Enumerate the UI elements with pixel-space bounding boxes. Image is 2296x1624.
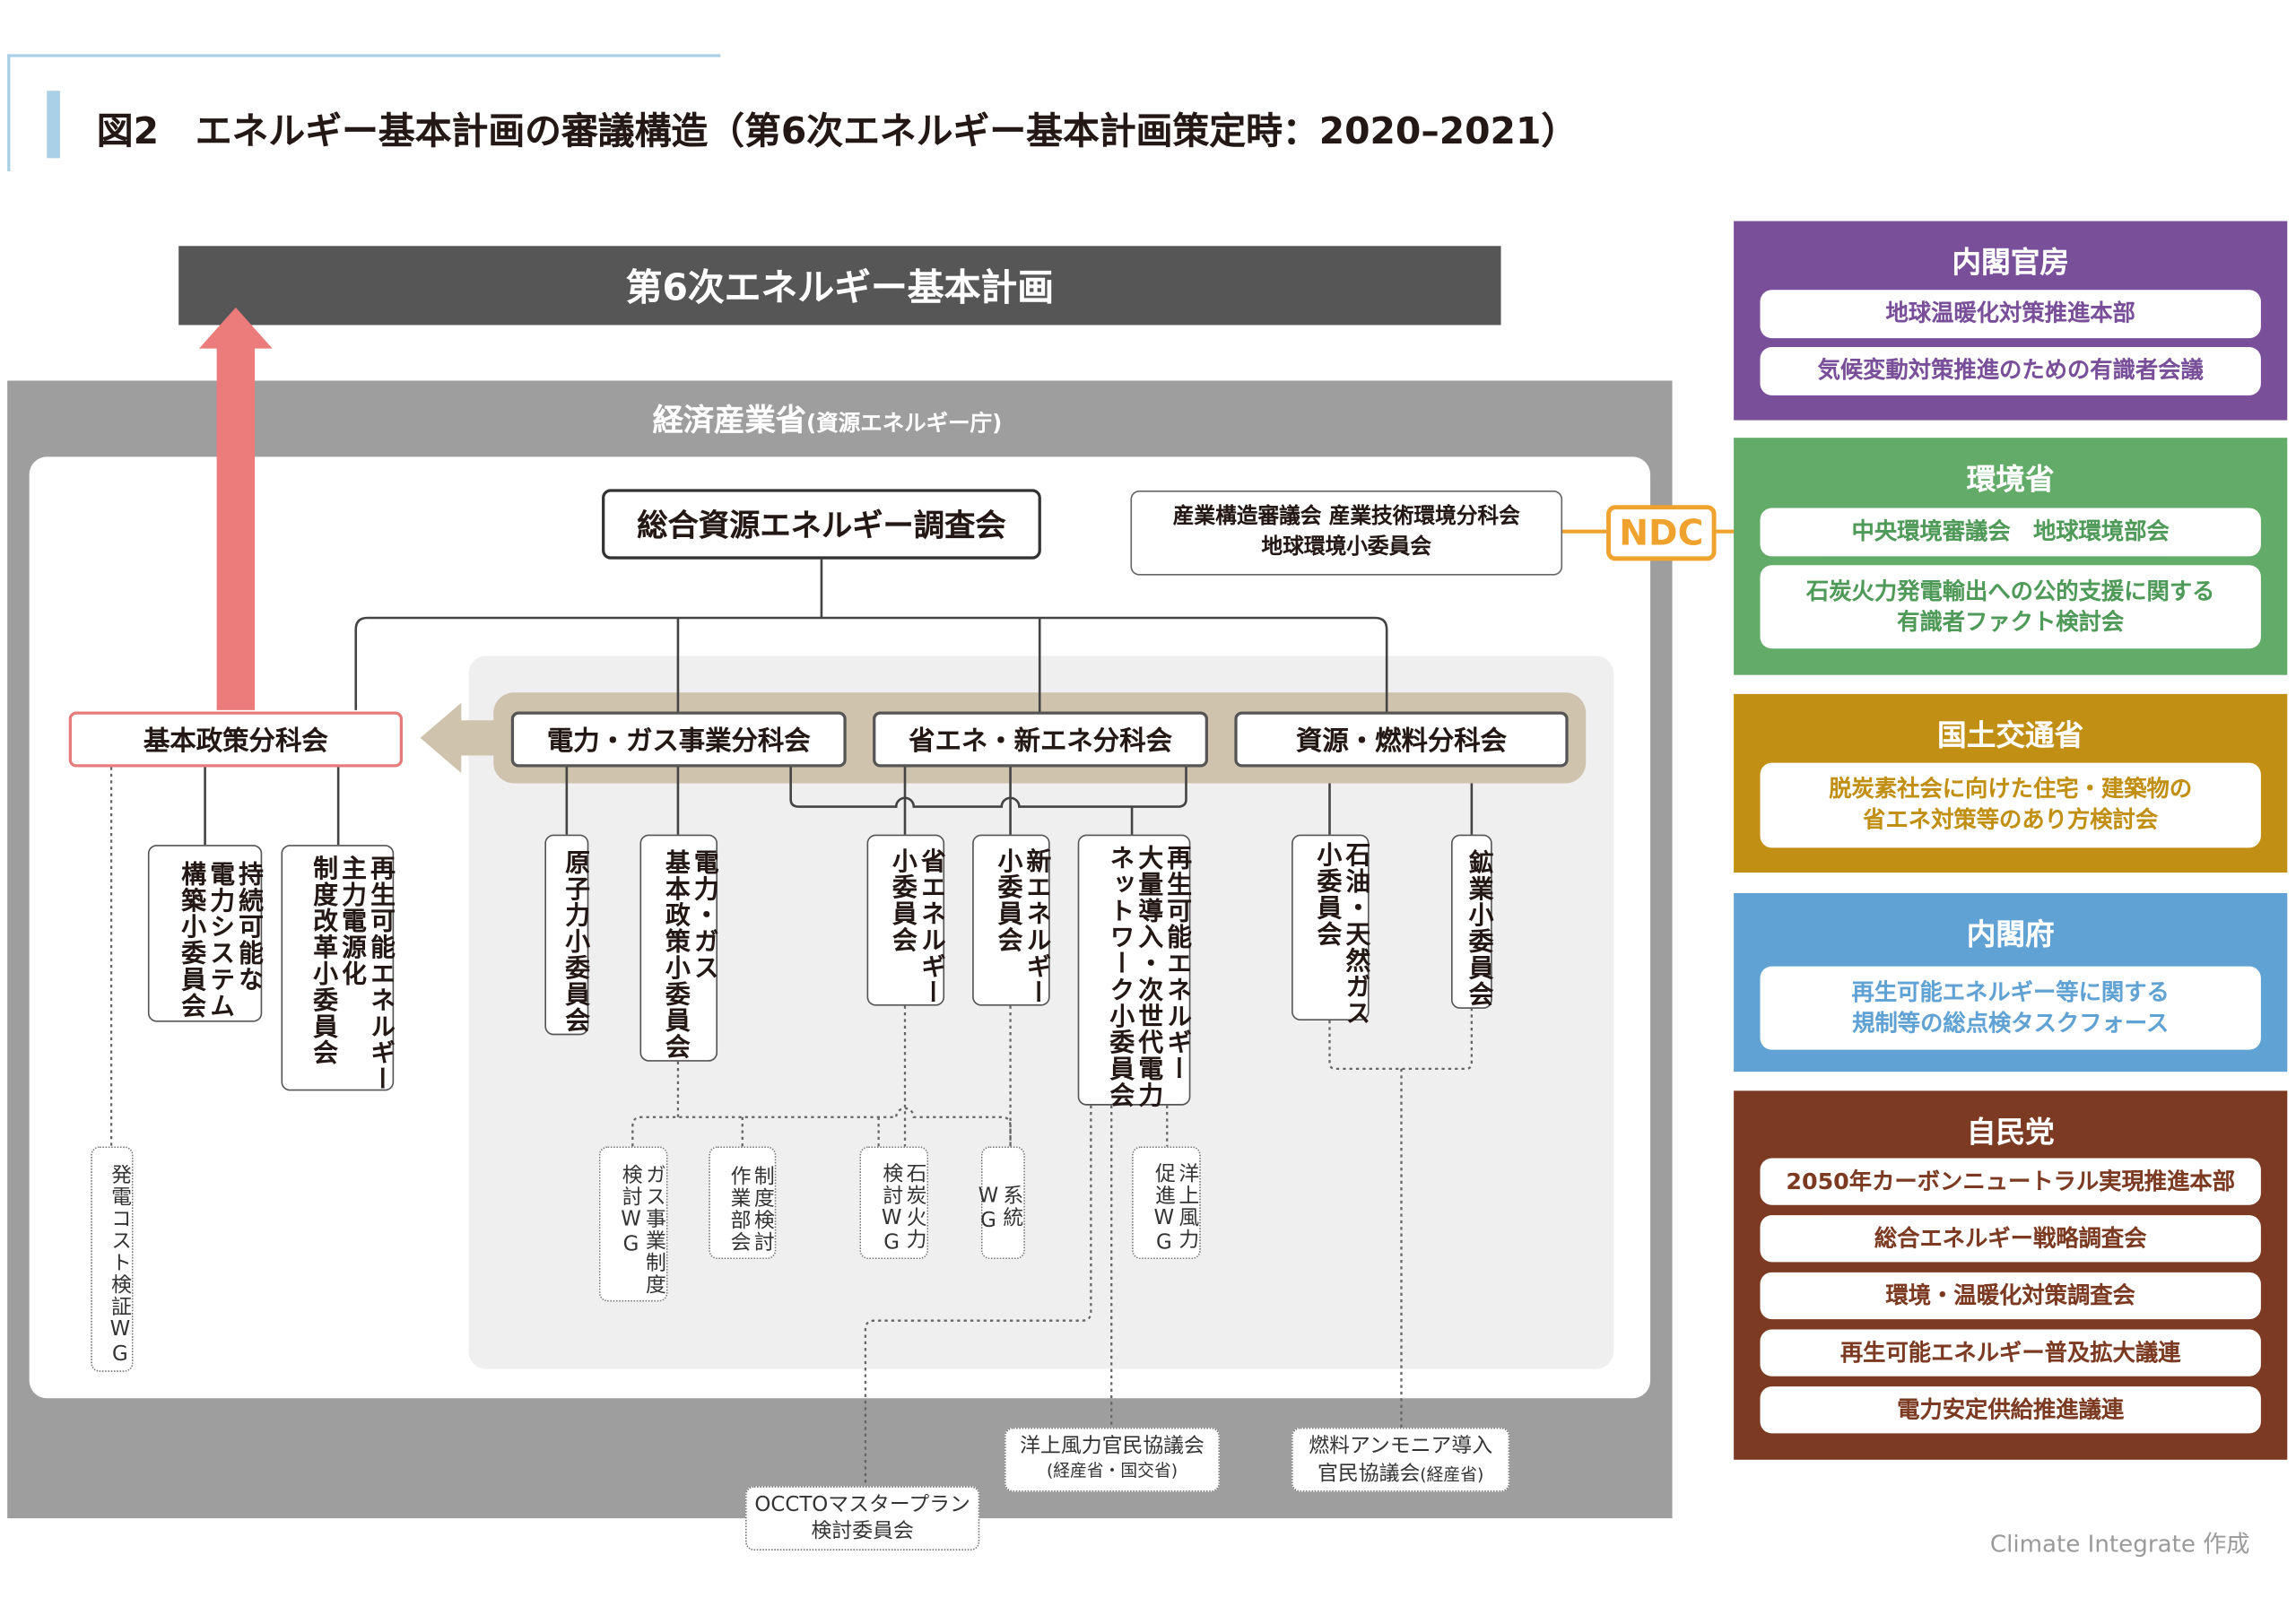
mining-subcommittee: 鉱業小委員会 <box>1451 834 1492 1009</box>
power-cost-wg: 発電コスト検証WG <box>91 1146 134 1372</box>
environment-ministry-panel: 環境省 中央環境審議会 地球環境部会 石炭火力発電輸出への公的支援に関する 有識… <box>1734 438 2288 675</box>
cabinet-office-panel: 内閣府 再生可能エネルギー等に関する 規制等の総点検タスクフォース <box>1734 892 2288 1073</box>
credit-text: Climate Integrate 作成 <box>1989 1530 2250 1559</box>
panel-item: 石炭火力発電輸出への公的支援に関する 有識者ファクト検討会 <box>1760 565 2261 649</box>
panel-item: 環境・温暖化対策調査会 <box>1760 1272 2261 1320</box>
panel-item: 再生可能エネルギー普及拡大議連 <box>1760 1329 2261 1376</box>
system-review-wg: 制度検討 作業部会 <box>709 1146 777 1260</box>
panel-title: 環境省 <box>1966 461 2055 497</box>
panel-item: 2050年カーボンニュートラル実現推進本部 <box>1760 1158 2261 1205</box>
coal-power-wg: 石炭火力 検討WG <box>859 1146 929 1260</box>
power-gas-division: 電力・ガス事業分科会 <box>510 711 847 768</box>
panel-title: 自民党 <box>1966 1114 2055 1150</box>
panel-item: 脱炭素社会に向けた住宅・建築物の 省エネ対策等のあり方検討会 <box>1760 762 2261 848</box>
energy-saving-new-division: 省エネ・新エネ分科会 <box>873 711 1208 768</box>
cabinet-secretariat-panel: 内閣官房 地球温暖化対策推進本部 気候変動対策推進のための有識者会議 <box>1734 221 2288 421</box>
mlit-panel: 国土交通省 脱炭素社会に向けた住宅・建築物の 省エネ対策等のあり方検討会 <box>1734 693 2288 873</box>
title-accent-bar <box>47 91 60 159</box>
title-frame-top <box>7 54 721 57</box>
power-gas-basic-subcommittee: 電力・ガス 基本政策小委員会 <box>639 834 718 1062</box>
grid-wg: 系統 WG <box>977 1146 1025 1260</box>
panel-item: 地球温暖化対策推進本部 <box>1760 290 2261 339</box>
panel-item: 電力安定供給推進議連 <box>1760 1386 2261 1434</box>
ldp-panel: 自民党 2050年カーボンニュートラル実現推進本部 総合エネルギー戦略調査会 環… <box>1734 1090 2288 1460</box>
offshore-council-name: 洋上風力官民協議会 <box>1020 1435 1205 1459</box>
offshore-council-ministries: (経産省・国交省) <box>1046 1460 1178 1481</box>
main-council-box: 総合資源エネルギー調査会 <box>602 489 1041 560</box>
energy-saving-subcommittee: 省エネルギー 小委員会 <box>866 834 945 1006</box>
ammonia-council-line2-text: 官民協議会 <box>1318 1462 1421 1487</box>
ammonia-council: 燃料アンモニア導入 官民協議会(経産省) <box>1292 1427 1510 1492</box>
panel-item: 中央環境審議会 地球環境部会 <box>1760 508 2261 557</box>
energy-plan-banner: 第6次エネルギー基本計画 <box>178 246 1501 326</box>
renewable-network-subcommittee: 再生可能エネルギー 大量導入・次世代電力 ネットワーク小委員会 <box>1077 834 1191 1107</box>
ndc-box: NDC <box>1606 505 1717 561</box>
tan-arrow-icon <box>420 702 499 774</box>
occto-committee: OCCTOマスタープラン 検討委員会 <box>745 1486 980 1551</box>
industry-council-box: 産業構造審議会 産業技術環境分科会 地球環境小委員会 <box>1130 490 1563 576</box>
title-frame-left <box>7 54 11 172</box>
offshore-wind-wg: 洋上風力 促進WG <box>1132 1146 1201 1260</box>
renewable-main-subcommittee: 再生可能エネルギー 主力電源化 制度改革小委員会 <box>281 845 395 1092</box>
offshore-public-private-council: 洋上風力官民協議会 (経産省・国交省) <box>1004 1427 1221 1492</box>
figure-title: 図2 エネルギー基本計画の審議構造（第6次エネルギー基本計画策定時：2020–2… <box>96 109 1578 152</box>
panel-title: 国土交通省 <box>1937 717 2084 753</box>
panel-title: 内閣府 <box>1966 916 2055 952</box>
new-energy-subcommittee: 新エネルギー 小委員会 <box>972 834 1050 1006</box>
meti-title-sub: (資源エネルギー庁) <box>806 410 1003 437</box>
red-arrow-icon <box>199 307 273 710</box>
oil-gas-subcommittee: 石油・天然ガス 小委員会 <box>1292 834 1370 1026</box>
panel-item: 気候変動対策推進のための有識者会議 <box>1760 346 2261 395</box>
gas-system-wg: ガス事業制度 検討WG <box>598 1146 668 1302</box>
basic-policy-division: 基本政策分科会 <box>68 711 403 768</box>
meti-title-main: 経済産業省 <box>652 402 807 439</box>
panel-item: 再生可能エネルギー等に関する 規制等の総点検タスクフォース <box>1760 966 2261 1050</box>
panel-title: 内閣官房 <box>1952 244 2070 280</box>
ammonia-council-ministry: (経産省) <box>1420 1463 1484 1485</box>
nuclear-subcommittee: 原子力小委員会 <box>544 834 589 1036</box>
meti-title: 経済産業省(資源エネルギー庁) <box>0 396 1655 440</box>
panel-item: 総合エネルギー戦略調査会 <box>1760 1215 2261 1263</box>
ammonia-council-name: 燃料アンモニア導入 <box>1309 1435 1493 1459</box>
resources-fuel-division: 資源・燃料分科会 <box>1234 711 1569 768</box>
ammonia-council-line2: 官民協議会(経産省) <box>1293 1461 1509 1489</box>
sustainable-power-subcommittee: 持続可能な 電力システム 構築小委員会 <box>147 845 263 1022</box>
